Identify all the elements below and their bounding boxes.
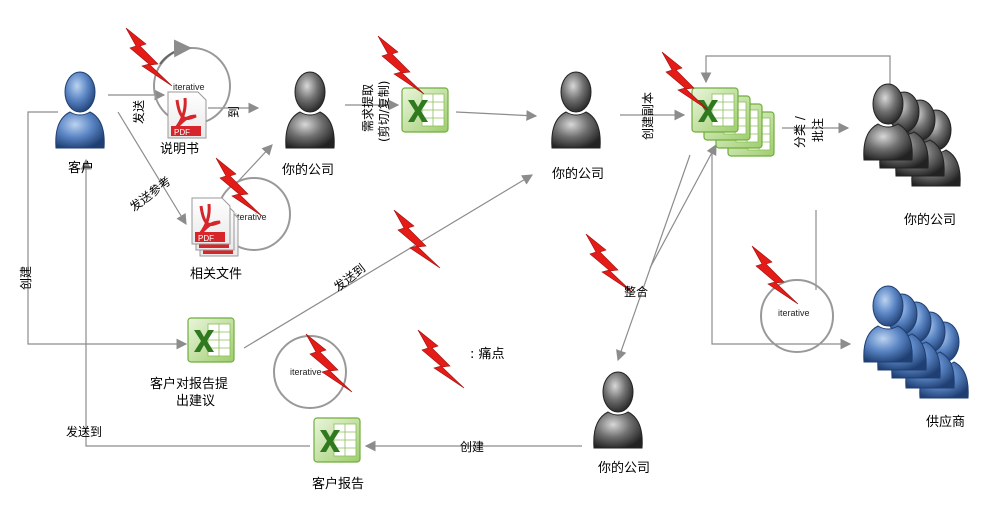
edge-label-classify-line2: 批注: [810, 118, 825, 142]
edge-integrate: [616, 154, 691, 362]
edge-loop-top: [700, 55, 891, 85]
pdf-label: PDF: [174, 128, 190, 137]
edge-label-create-copy: 创建副本: [641, 92, 655, 140]
edge-suggest-company2: [243, 174, 534, 349]
excel-file-icon-copies: [691, 87, 775, 157]
edge-integrate-up: [649, 143, 717, 269]
iterative-cycle-suppliers: iterative: [760, 279, 834, 353]
edge-label-create-left: 创建: [19, 266, 33, 290]
connectors: [27, 55, 891, 452]
legend-pain-point: : 痛点: [470, 346, 505, 362]
node-manual: 说明书: [160, 142, 199, 157]
edge-excel-company2: [455, 110, 538, 121]
edge-label-create-bottom: 创建: [460, 440, 484, 454]
edge-copies-suppliers: [711, 150, 852, 350]
pdf-file-icon-manual: PDF: [166, 90, 208, 140]
person-icon-company-1: [285, 71, 335, 149]
lightning-icon: [585, 233, 633, 293]
excel-file-icon-suggestions: [187, 317, 235, 363]
edge-label-integrate: 整合: [624, 284, 648, 299]
person-icon-customer: [55, 71, 105, 149]
edge-label-classify-line1: 分类 /: [793, 115, 807, 148]
pdf-file-icon-docs: PDF: [190, 196, 240, 258]
lightning-icon: [393, 209, 441, 269]
iterative-cycle-suggestions: iterative: [273, 335, 347, 409]
iterative-label: iterative: [778, 308, 810, 318]
edge-customer-docs: [117, 111, 187, 226]
iterative-label: iterative: [290, 367, 322, 377]
node-customer-suggestions-line1: 客户对报告提: [150, 376, 228, 392]
lightning-icon: [417, 329, 465, 389]
edge-label-req-line1: 需求提取: [360, 84, 375, 132]
edge-create-left: [27, 111, 188, 350]
node-customer-report: 客户报告: [312, 476, 364, 492]
node-customer-suggestions-line2: 出建议: [176, 394, 215, 409]
iterative-label: iterative: [235, 212, 267, 222]
person-icon-company-2: [551, 71, 601, 149]
edge-label-to: 到: [227, 106, 241, 118]
iterative-label: iterative: [173, 82, 205, 92]
edge-report-customer: [80, 158, 310, 447]
node-customer: 客户: [68, 160, 94, 176]
node-your-company-3: 你的公司: [904, 212, 956, 228]
excel-file-icon-requirements: [401, 87, 449, 133]
edge-label-send-to-bottom: 发送到: [66, 424, 102, 439]
pdf-label: PDF: [198, 234, 214, 243]
person-icon-company-4: [593, 371, 643, 449]
person-icon-suppliers: [863, 285, 969, 399]
edge-label-send-reference: 发送参考: [127, 173, 174, 214]
edge-label-req-line2: (剪切/复制): [376, 81, 391, 142]
node-your-company-4: 你的公司: [598, 460, 650, 476]
node-suppliers: 供应商: [926, 414, 965, 430]
edge-label-send: 发送: [131, 100, 146, 124]
excel-file-icon-report: [313, 417, 361, 463]
person-icon-company-3: [863, 83, 961, 187]
node-related-docs: 相关文件: [190, 267, 242, 282]
node-your-company-1: 你的公司: [282, 162, 334, 178]
node-your-company-2: 你的公司: [552, 166, 604, 182]
lightning-icon: [751, 245, 799, 305]
